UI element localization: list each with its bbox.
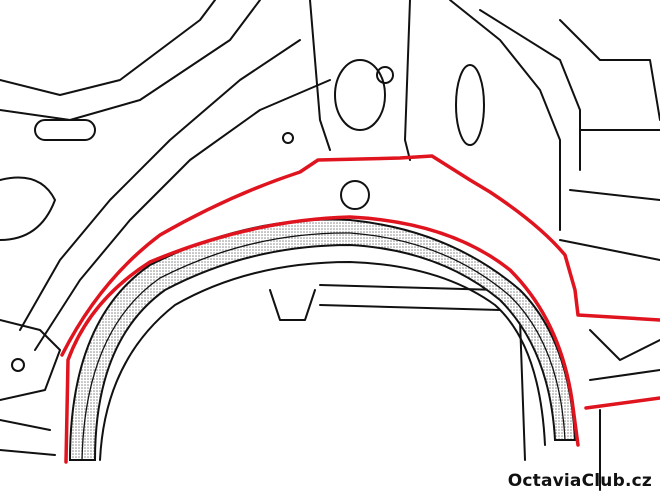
inner-arch-shading (68, 218, 577, 461)
watermark-text: OctaviaClub.cz (507, 471, 652, 491)
red-highlight-lines (60, 154, 660, 464)
